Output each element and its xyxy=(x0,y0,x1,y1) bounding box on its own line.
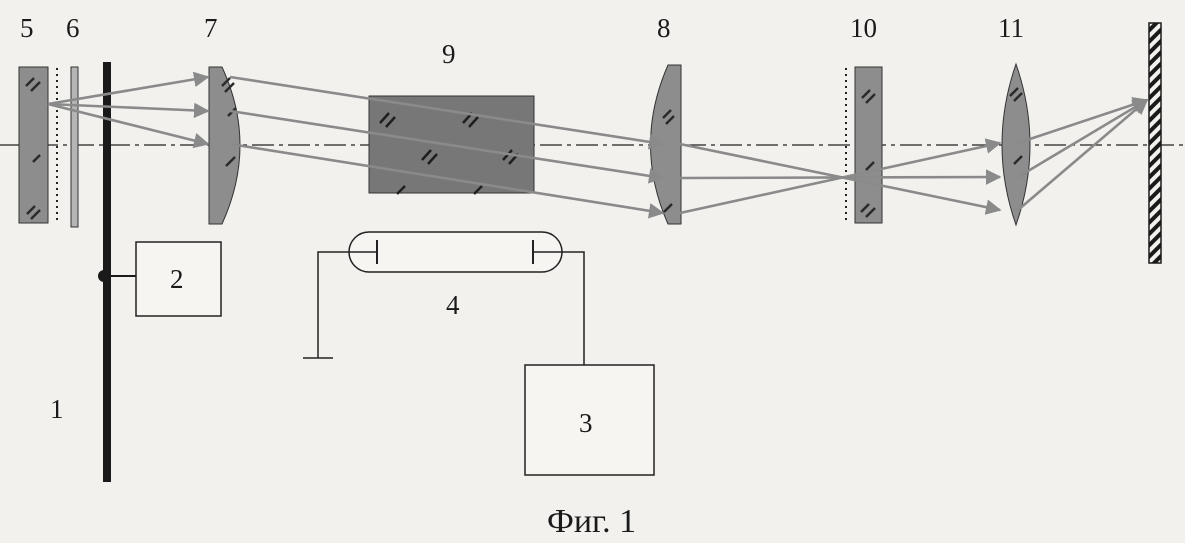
label-5: 5 xyxy=(20,13,34,43)
element-8-lens xyxy=(651,65,682,224)
label-4: 4 xyxy=(446,290,460,320)
label-1: 1 xyxy=(50,394,64,424)
label-10: 10 xyxy=(850,13,877,43)
label-2: 2 xyxy=(170,264,184,294)
output-mirror xyxy=(1149,23,1161,263)
label-3: 3 xyxy=(579,408,593,438)
element-11-lens xyxy=(1002,64,1030,225)
figure-caption: Фиг. 1 xyxy=(547,503,636,540)
label-6: 6 xyxy=(66,13,80,43)
label-8: 8 xyxy=(657,13,671,43)
label-7: 7 xyxy=(204,13,218,43)
label-11: 11 xyxy=(998,13,1024,43)
label-9: 9 xyxy=(442,39,456,69)
element-6-thin-plate xyxy=(71,67,78,227)
element-10-plate xyxy=(846,67,882,223)
element-4-lamp xyxy=(349,232,562,272)
